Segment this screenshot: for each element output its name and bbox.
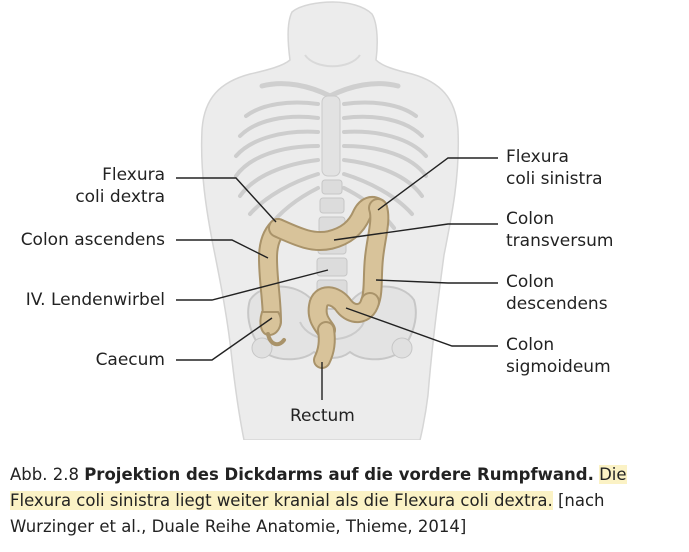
- leader-colon-sigmoideum: [345, 307, 498, 347]
- label-colon-descendens: Colon descendens: [506, 271, 608, 315]
- torso-illustration: [176, 1, 498, 441]
- label-colon-sigmoideum: Colon sigmoideum: [506, 334, 611, 378]
- label-flexura-coli-sinistra: Flexura coli sinistra: [506, 146, 603, 190]
- label-line: descendens: [506, 294, 608, 314]
- rectum-fill: [315, 323, 334, 367]
- label-rectum: Rectum: [290, 406, 355, 426]
- leader-caecum: [176, 317, 273, 361]
- label-line: coli dextra: [75, 187, 165, 207]
- figure-caption: Abb. 2.8 Projektion des Dickdarms auf di…: [10, 462, 680, 540]
- colon-descendens-fill: [362, 200, 388, 310]
- appendix: [266, 332, 286, 347]
- leader-flexura-sinistra: [377, 157, 498, 211]
- figure-number: Abb. 2.8: [10, 465, 79, 484]
- label-colon-ascendens: Colon ascendens: [20, 230, 165, 250]
- label-colon-transversum: Colon transversum: [506, 208, 613, 252]
- label-lendenwirbel: IV. Lendenwirbel: [25, 290, 165, 310]
- ribs: [234, 100, 428, 230]
- label-line: Colon: [506, 209, 555, 229]
- colon-ascendens-fill: [259, 220, 286, 330]
- femur-head-right: [251, 337, 273, 359]
- label-line: Colon: [506, 272, 555, 292]
- leader-lines: [176, 157, 498, 400]
- neck-shading: [304, 54, 361, 68]
- leader-colon-descendens: [375, 279, 498, 284]
- sternum: [321, 95, 341, 177]
- label-line: Flexura: [506, 147, 569, 167]
- label-line: coli sinistra: [506, 169, 603, 189]
- leader-flexura-dextra: [176, 177, 277, 223]
- label-caecum: Caecum: [95, 350, 165, 370]
- leader-colon-ascendens: [176, 239, 269, 259]
- label-flexura-coli-dextra: Flexura coli dextra: [75, 164, 165, 208]
- label-line: transversum: [506, 231, 614, 251]
- leader-colon-transversum: [333, 223, 498, 241]
- label-line: Colon: [506, 335, 555, 355]
- label-line: Flexura: [102, 165, 165, 185]
- label-line: sigmoideum: [506, 357, 611, 377]
- femur-head-left: [391, 337, 413, 359]
- caption-title: Projektion des Dickdarms auf die vordere…: [84, 465, 594, 484]
- caption-source: [nach Wurzinger et al., Duale Reihe Anat…: [10, 491, 605, 536]
- anatomy-figure: Flexura coli dextra Colon ascendens IV. …: [20, 1, 613, 441]
- leader-lendenwirbel: [176, 269, 329, 301]
